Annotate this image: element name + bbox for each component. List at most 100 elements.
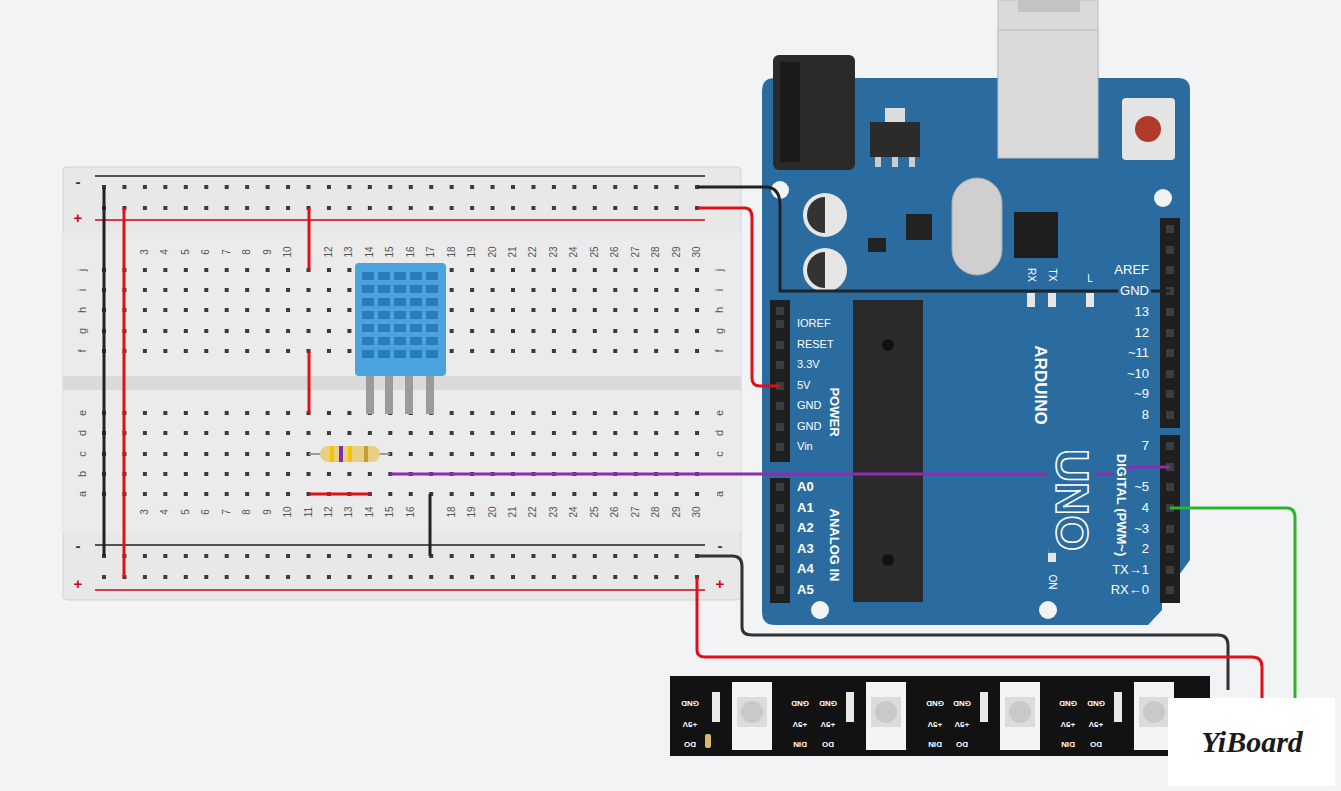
crystal bbox=[952, 178, 1002, 275]
breadboard-hole bbox=[654, 492, 658, 496]
breadboard-hole bbox=[266, 472, 270, 476]
reset-button bbox=[1122, 98, 1175, 160]
strip-pad-name: +5V bbox=[955, 720, 969, 728]
sensor-vent bbox=[394, 298, 406, 306]
rail-hole bbox=[143, 206, 147, 210]
capacitor bbox=[807, 252, 825, 288]
header-pin bbox=[1166, 329, 1174, 337]
rail-line bbox=[95, 175, 705, 177]
breadboard-hole bbox=[695, 411, 699, 415]
breadboard-hole bbox=[266, 329, 270, 333]
column-number: 14 bbox=[365, 246, 376, 257]
breadboard-hole bbox=[225, 329, 229, 333]
column-number: 27 bbox=[630, 506, 641, 517]
breadboard-hole bbox=[245, 411, 249, 415]
header-pin bbox=[776, 341, 784, 349]
breadboard-hole bbox=[143, 492, 147, 496]
breadboard-hole bbox=[204, 492, 208, 496]
rail-hole bbox=[613, 554, 617, 558]
breadboard-hole bbox=[695, 308, 699, 312]
breadboard-hole bbox=[184, 329, 188, 333]
breadboard-hole bbox=[613, 349, 617, 353]
rail-hole bbox=[347, 575, 351, 579]
resistor-symbol bbox=[320, 446, 380, 462]
rail-hole bbox=[634, 206, 638, 210]
rail-hole bbox=[286, 206, 290, 210]
strip-pad-name: +5V bbox=[821, 720, 835, 728]
breadboard-hole bbox=[654, 288, 658, 292]
breadboard-hole bbox=[531, 268, 535, 272]
rail-line bbox=[95, 589, 705, 591]
rail-hole bbox=[347, 185, 351, 189]
pin-name: GND bbox=[797, 400, 821, 412]
breadboard-hole bbox=[634, 268, 638, 272]
breadboard-hole bbox=[675, 288, 679, 292]
rail-hole bbox=[122, 185, 126, 189]
rail-hole bbox=[593, 206, 597, 210]
wire bbox=[1170, 508, 1295, 700]
rail-hole bbox=[225, 575, 229, 579]
rail-hole bbox=[204, 206, 208, 210]
sensor-pin bbox=[405, 370, 413, 414]
breadboard-hole bbox=[163, 452, 167, 456]
regulator bbox=[870, 122, 920, 157]
breadboard-hole bbox=[225, 411, 229, 415]
sensor-vent bbox=[426, 324, 438, 332]
led bbox=[1086, 293, 1094, 307]
rail-hole bbox=[327, 185, 331, 189]
pin-name: 8 bbox=[1140, 408, 1151, 422]
wire bbox=[697, 577, 1262, 700]
column-number: 20 bbox=[487, 506, 498, 517]
led-chip bbox=[732, 682, 772, 750]
breadboard-hole bbox=[163, 472, 167, 476]
rail-hole bbox=[511, 185, 515, 189]
sensor-pin bbox=[366, 370, 374, 414]
pin-name: 2 bbox=[1140, 542, 1151, 556]
strip-pad-name: GND bbox=[681, 699, 699, 707]
breadboard-hole bbox=[675, 431, 679, 435]
breadboard-hole bbox=[552, 411, 556, 415]
column-number: 26 bbox=[610, 506, 621, 517]
capacitor bbox=[803, 193, 847, 237]
led-lens bbox=[1143, 701, 1165, 723]
column-number: 24 bbox=[569, 506, 580, 517]
breadboard-hole bbox=[245, 492, 249, 496]
rail-hole bbox=[552, 575, 556, 579]
pin-header bbox=[1160, 435, 1180, 603]
row-letter: e bbox=[77, 410, 89, 416]
breadboard-hole bbox=[675, 329, 679, 333]
rail-hole bbox=[470, 206, 474, 210]
breadboard-hole bbox=[613, 452, 617, 456]
breadboard-hole bbox=[572, 268, 576, 272]
column-number: 13 bbox=[344, 506, 355, 517]
led-name: RX bbox=[1026, 268, 1037, 282]
column-number: 7 bbox=[221, 509, 232, 515]
row-letter: b bbox=[77, 471, 89, 477]
rail-hole bbox=[613, 206, 617, 210]
row-letter: c bbox=[77, 451, 89, 457]
rail-hole bbox=[163, 206, 167, 210]
breadboard-hole bbox=[491, 308, 495, 312]
rail-hole bbox=[388, 185, 392, 189]
header-pin bbox=[1166, 545, 1174, 553]
breadboard-hole bbox=[634, 411, 638, 415]
column-number: 16 bbox=[406, 506, 417, 517]
breadboard-hole bbox=[327, 349, 331, 353]
rail-hole bbox=[102, 575, 106, 579]
breadboard-hole bbox=[347, 329, 351, 333]
breadboard-hole bbox=[695, 492, 699, 496]
strip-pad-name: +5V bbox=[793, 720, 807, 728]
header-title: ANALOG IN bbox=[827, 509, 841, 582]
column-number: 26 bbox=[610, 246, 621, 257]
breadboard-hole bbox=[286, 492, 290, 496]
breadboard-hole bbox=[552, 492, 556, 496]
pin-name: RX←0 bbox=[1109, 583, 1151, 597]
breadboard-hole bbox=[368, 431, 372, 435]
breadboard-hole bbox=[654, 411, 658, 415]
sensor-vent bbox=[394, 272, 406, 280]
breadboard-hole bbox=[675, 411, 679, 415]
column-number: 29 bbox=[671, 246, 682, 257]
header-pin bbox=[776, 443, 784, 451]
breadboard-hole bbox=[491, 288, 495, 292]
breadboard-hole bbox=[409, 431, 413, 435]
